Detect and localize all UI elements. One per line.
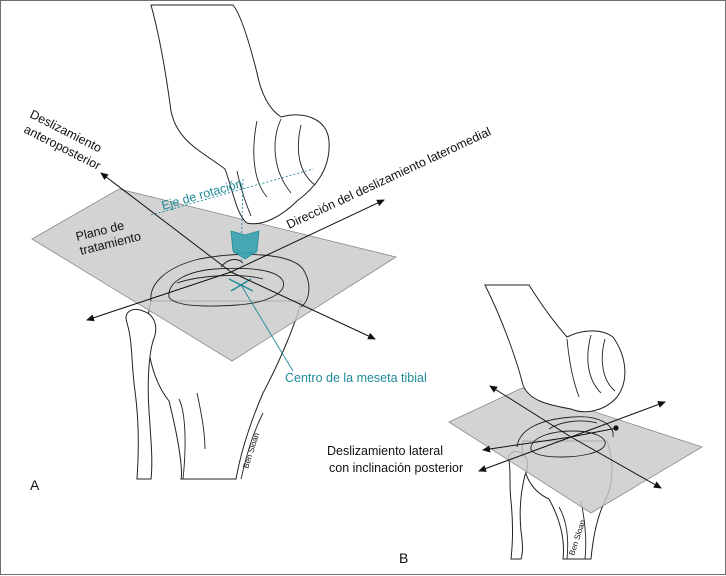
label-lateral-glide-2: con inclinación posterior xyxy=(329,461,463,475)
femur-a xyxy=(150,4,330,225)
pivot-point-icon xyxy=(613,425,619,431)
posterior-tilt-axis-b xyxy=(478,436,572,472)
posterior-tilt-axis-b-end xyxy=(570,401,666,438)
lateral-glide-axis-b xyxy=(482,436,572,453)
panel-letter-b: B xyxy=(399,550,408,566)
femur-b xyxy=(484,284,626,413)
treatment-plane-a xyxy=(31,188,398,362)
label-tibial-center: Centro de la meseta tibial xyxy=(285,371,427,385)
anteroposterior-axis-a xyxy=(100,172,232,273)
tibial-plateau-b xyxy=(516,416,614,458)
panel-a: Deslizamiento anteroposterior Dirección … xyxy=(22,4,493,493)
lateromedial-axis-a xyxy=(86,271,232,322)
lateral-glide-axis-b-end xyxy=(570,427,618,438)
fibula-a xyxy=(125,309,157,480)
label-lateral-glide-1: Deslizamiento lateral xyxy=(327,444,443,458)
lateromedial-axis-a-end xyxy=(230,199,385,273)
panel-b: Deslizamiento lateral con inclinación po… xyxy=(327,284,703,566)
treatment-plane-b xyxy=(448,387,703,514)
tibia-a xyxy=(146,300,302,480)
anteroposterior-axis-a-end xyxy=(230,271,376,340)
rotation-arrow-icon xyxy=(230,230,260,260)
anteroposterior-axis-b-end xyxy=(570,436,662,489)
anteroposterior-axis-b xyxy=(489,385,572,438)
label-rotation-axis: Eje de rotación xyxy=(160,176,244,212)
panel-letter-a: A xyxy=(30,477,40,493)
rotation-axis-a xyxy=(150,168,314,372)
